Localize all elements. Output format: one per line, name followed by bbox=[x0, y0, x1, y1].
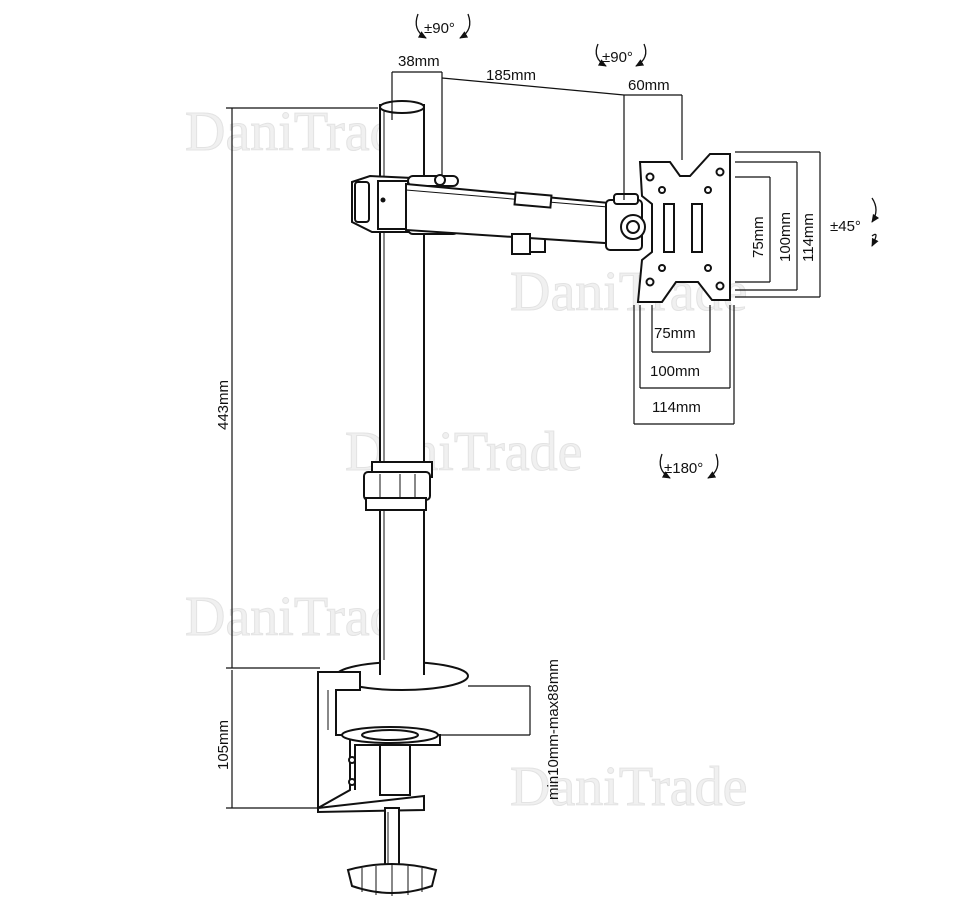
desk-clamp bbox=[317, 671, 441, 869]
pole-arm-clamp bbox=[351, 174, 459, 235]
dim-vesa-h-large: 100mm bbox=[650, 363, 700, 380]
clamp-knob bbox=[346, 863, 438, 896]
rotate-arrow-right bbox=[707, 453, 719, 479]
vesa-plate bbox=[636, 153, 731, 303]
dim-pole-offset: 38mm bbox=[398, 53, 440, 70]
arm-swivel-arrow-right bbox=[459, 13, 471, 39]
rotate-arrow-left bbox=[659, 453, 671, 479]
dimension-lines bbox=[226, 71, 821, 809]
tilt-arrow-top bbox=[871, 197, 880, 223]
dim-vesa-h-small: 75mm bbox=[654, 325, 696, 342]
dim-plate-width: 114mm bbox=[652, 399, 701, 416]
dim-arm-length: 185mm bbox=[486, 67, 536, 84]
dim-desk-thickness: min10mm-max88mm bbox=[545, 659, 562, 800]
dim-plate-height: 114mm bbox=[800, 213, 817, 262]
tilt-arrow-bottom bbox=[871, 233, 879, 247]
dim-vesa-v-small: 75mm bbox=[750, 216, 767, 258]
rot-arm-swivel: ±90° bbox=[424, 20, 455, 37]
dimension-labels: 38mm 185mm 60mm 443mm 105mm min10mm-max8… bbox=[215, 53, 817, 800]
dim-head-offset: 60mm bbox=[628, 77, 670, 94]
head-swivel-arrow-left bbox=[595, 43, 607, 67]
arm bbox=[405, 182, 621, 255]
rotation-labels: ±90° ±90° ±45° ±180° bbox=[424, 20, 861, 477]
rot-tilt: ±45° bbox=[830, 218, 861, 235]
rot-head-swivel: ±90° bbox=[602, 49, 633, 66]
monitor-arm-drawing bbox=[317, 100, 731, 896]
head-swivel-arrow-right bbox=[635, 43, 647, 67]
height-collar bbox=[363, 461, 433, 511]
dim-height: 443mm bbox=[215, 380, 232, 430]
rotation-indicators bbox=[415, 13, 880, 479]
watermark-5: DaniTrade bbox=[510, 756, 747, 818]
tilt-head bbox=[605, 193, 646, 251]
arm-swivel-arrow-left bbox=[415, 13, 427, 39]
rot-rotate: ±180° bbox=[664, 460, 703, 477]
dim-vesa-v-large: 100mm bbox=[777, 212, 794, 262]
dim-clamp-height: 105mm bbox=[215, 720, 232, 770]
